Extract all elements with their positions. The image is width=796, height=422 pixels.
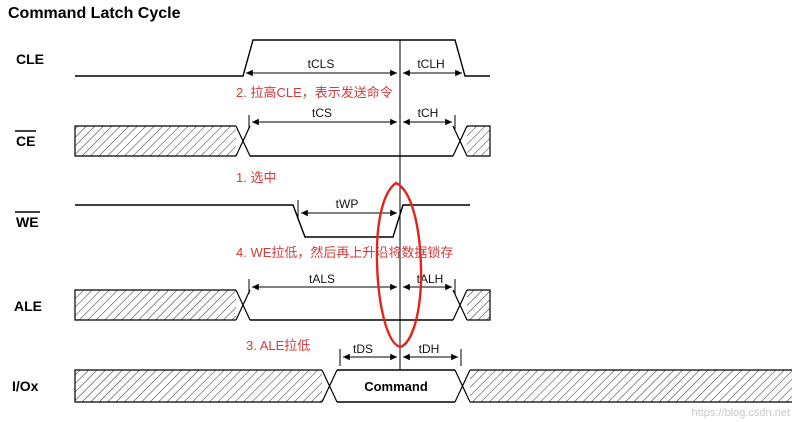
ce-signal-row: tCS tCH <box>74 106 491 157</box>
iox-dontcare-right <box>470 370 792 402</box>
red-circle-annotation <box>375 181 423 349</box>
ce-transition-rising <box>452 125 468 157</box>
tclh-label: tCLH <box>417 57 444 71</box>
iox-dontcare-right-border <box>470 369 792 403</box>
ale-signal-row: tALS tALH <box>74 272 491 321</box>
we-signal-label: WE <box>16 214 39 230</box>
iox-dontcare-left-border <box>74 369 322 403</box>
ale-transition-rising <box>452 289 468 321</box>
ce-signal-label: CE <box>16 133 35 149</box>
tcls-label: tCLS <box>308 57 335 71</box>
tcs-label: tCS <box>312 106 332 120</box>
annotation-we-latch: 4. WE拉低，然后再上升沿将数据锁存 <box>236 245 453 260</box>
watermark: https://blog.csdn.net <box>692 407 790 419</box>
iox-signal-label: I/Ox <box>12 378 39 394</box>
iox-signal-row: Command tDS tDH <box>74 342 792 403</box>
ce-dontcare-left <box>75 126 236 156</box>
ale-dontcare-left-border <box>74 289 236 321</box>
ce-dontcare-left-border <box>74 125 236 157</box>
annotation-select: 1. 选中 <box>236 170 276 185</box>
cle-signal-label: CLE <box>16 51 44 67</box>
talh-label: tALH <box>417 272 444 286</box>
iox-dontcare-left <box>75 370 322 402</box>
iox-transition-left <box>321 369 338 403</box>
command-cell-rails <box>337 369 455 403</box>
ce-dontcare-right-border <box>467 125 491 157</box>
ale-dontcare-right-border <box>467 289 491 321</box>
ale-dontcare-left <box>75 290 236 320</box>
iox-transition-right <box>454 369 471 403</box>
red-annotations: 2. 拉高CLE，表示发送命令 1. 选中 4. WE拉低，然后再上升沿将数据锁… <box>236 85 453 353</box>
twp-label: tWP <box>336 197 359 211</box>
cle-waveform <box>75 39 490 77</box>
ale-dontcare-right <box>467 290 490 320</box>
tds-label: tDS <box>353 342 373 356</box>
ce-dontcare-right <box>467 126 490 156</box>
annotation-cle-high: 2. 拉高CLE，表示发送命令 <box>236 85 393 100</box>
cle-signal-row: tCLS tCLH <box>75 39 490 77</box>
diagram-title: Command Latch Cycle <box>8 5 181 22</box>
signal-labels: CLE CE WE ALE I/Ox <box>12 51 44 394</box>
we-waveform <box>75 204 470 238</box>
command-cell-label: Command <box>364 379 428 394</box>
ale-transition-falling <box>235 289 251 321</box>
tch-label: tCH <box>418 106 439 120</box>
ce-transition-falling <box>235 125 251 157</box>
tals-label: tALS <box>309 272 335 286</box>
annotation-ale-low: 3. ALE拉低 <box>246 338 310 353</box>
ale-signal-label: ALE <box>14 298 42 314</box>
tdh-label: tDH <box>419 342 440 356</box>
